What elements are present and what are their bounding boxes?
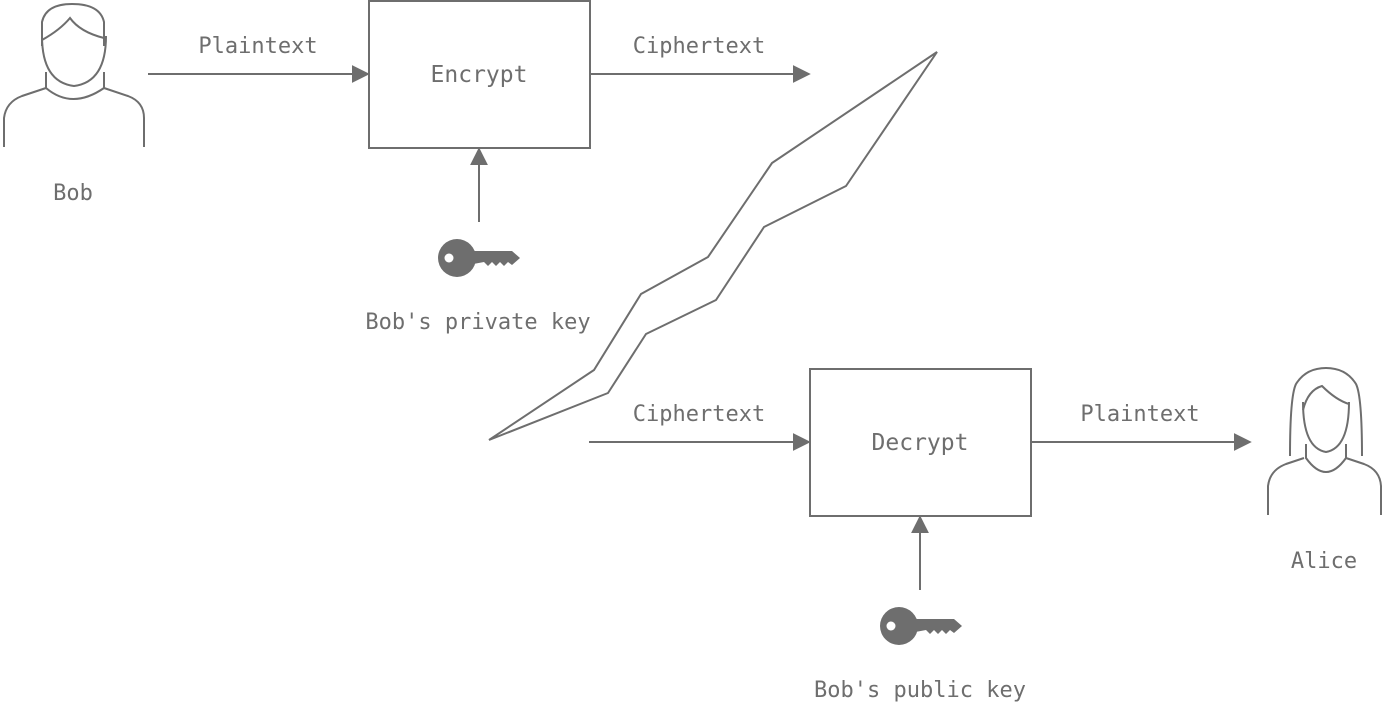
lightning-channel [488, 51, 938, 441]
alice-name: Alice [1291, 549, 1357, 574]
alice-avatar-icon [1267, 366, 1382, 515]
decrypt-box-label: Decrypt [872, 430, 969, 456]
private-key-label: Bob's private key [365, 310, 590, 335]
decrypt-box [809, 368, 1032, 517]
public-key-icon [880, 607, 962, 645]
encrypt-input-label: Plaintext [198, 34, 317, 59]
encrypt-box-label: Encrypt [431, 62, 528, 88]
encrypt-output-label: Ciphertext [633, 34, 765, 59]
bob-avatar-icon [3, 2, 145, 147]
public-key-label: Bob's public key [814, 678, 1026, 703]
private-key-icon [438, 239, 520, 277]
decrypt-input-label: Ciphertext [633, 402, 765, 427]
bob-name: Bob [53, 181, 93, 206]
decrypt-output-label: Plaintext [1080, 402, 1199, 427]
